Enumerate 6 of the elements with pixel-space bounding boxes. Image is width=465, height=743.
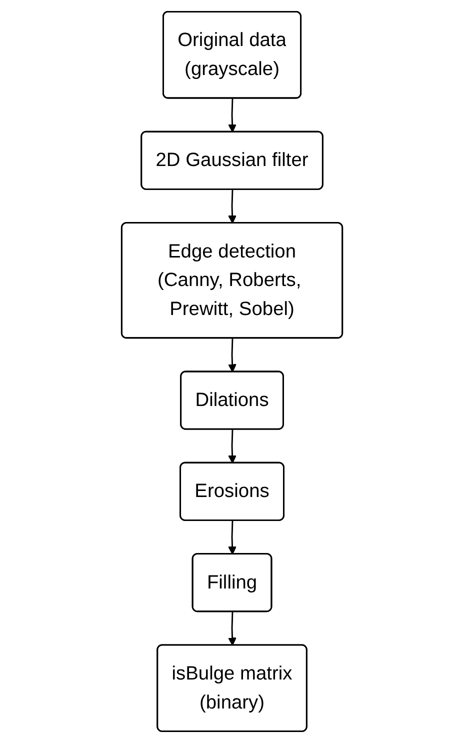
arrow [228, 520, 237, 555]
arrow [228, 612, 237, 646]
arrow [228, 430, 237, 464]
arrow [228, 338, 237, 372]
arrow [228, 190, 237, 224]
arrow [228, 98, 237, 132]
